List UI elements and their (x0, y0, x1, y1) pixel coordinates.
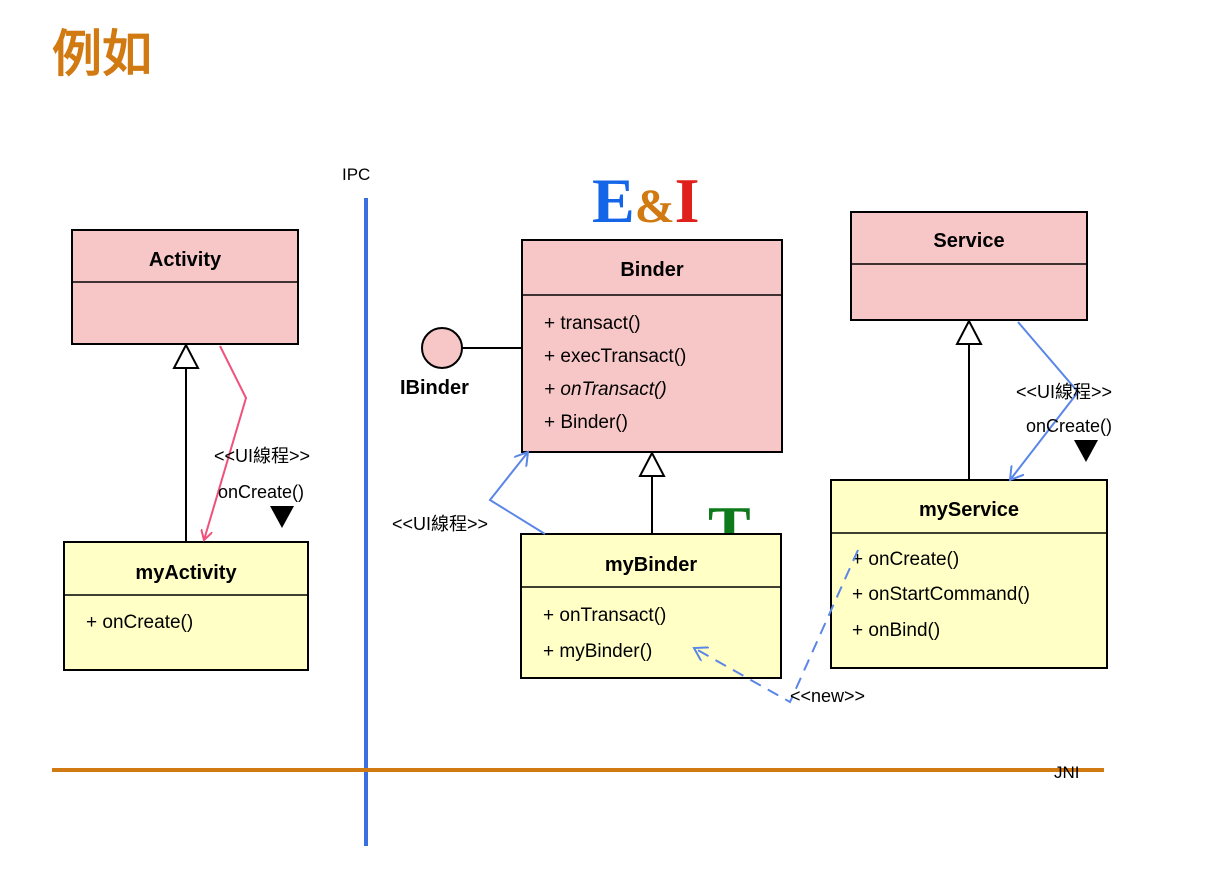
class-my-service[interactable]: myService + onCreate() + onStartCommand(… (830, 479, 1108, 669)
class-binder-member: + Binder() (544, 412, 628, 433)
class-my-binder-box (520, 533, 782, 679)
ei-badge-e: E (592, 165, 635, 236)
class-my-activity[interactable]: myActivity + onCreate() (63, 541, 309, 671)
service-call-note: onCreate() (1026, 416, 1112, 436)
class-activity[interactable]: Activity (71, 229, 299, 345)
ipc-label: IPC (342, 165, 370, 184)
class-my-service-member: + onStartCommand() (852, 584, 1030, 605)
pink-call-arrow (204, 345, 248, 540)
class-binder[interactable]: Binder + transact() + execTransact() + o… (521, 239, 783, 453)
class-binder-member: + execTransact() (544, 346, 686, 367)
inherit-arrowhead-service (955, 318, 983, 345)
class-binder-member: + onTransact() (544, 379, 667, 400)
ibinder-interface-label: IBinder (400, 377, 469, 399)
class-my-service-name: myService (919, 499, 1019, 521)
class-my-binder-name: myBinder (605, 554, 697, 576)
class-my-service-member: + onBind() (852, 620, 940, 641)
binder-thread-note: <<UI線程>> (392, 514, 488, 534)
class-my-binder-member: + onTransact() (543, 605, 666, 626)
page-title: 例如 (52, 25, 152, 83)
class-my-binder[interactable]: myBinder + onTransact() + myBinder() (520, 533, 782, 679)
class-binder-name: Binder (620, 259, 684, 281)
class-my-binder-member: + myBinder() (543, 641, 652, 662)
class-my-activity-name: myActivity (135, 562, 237, 584)
ibinder-interface-circle[interactable] (421, 327, 463, 369)
class-service[interactable]: Service (850, 211, 1088, 321)
class-binder-box (521, 239, 783, 453)
class-activity-box (71, 229, 299, 345)
inherit-arrowhead-activity (172, 342, 200, 369)
class-service-name: Service (933, 230, 1004, 252)
service-thread-note: <<UI線程>> (1016, 382, 1112, 402)
class-my-activity-box (63, 541, 309, 671)
ei-badge-i: I (675, 165, 700, 236)
service-triangle-marker (1074, 440, 1098, 462)
blue-call-arrow-service (1010, 321, 1080, 480)
class-my-activity-member: + onCreate() (86, 612, 193, 633)
new-label: <<new>> (790, 686, 865, 706)
ei-badge-amp: & (635, 180, 675, 233)
class-my-service-box (830, 479, 1108, 669)
jni-label: JNI (1054, 763, 1080, 782)
inherit-arrowhead-binder (638, 450, 666, 477)
blue-call-arrow-binder (488, 452, 546, 535)
activity-thread-note: <<UI線程>> (214, 446, 310, 466)
activity-call-note: onCreate() (218, 482, 304, 502)
class-my-service-member: + onCreate() (852, 549, 959, 570)
class-service-box (850, 211, 1088, 321)
ei-badge: E&I (592, 165, 700, 236)
new-dashed-arrow (694, 549, 859, 704)
class-binder-member: + transact() (544, 313, 641, 334)
class-activity-name: Activity (149, 249, 222, 271)
activity-triangle-marker (270, 506, 294, 528)
